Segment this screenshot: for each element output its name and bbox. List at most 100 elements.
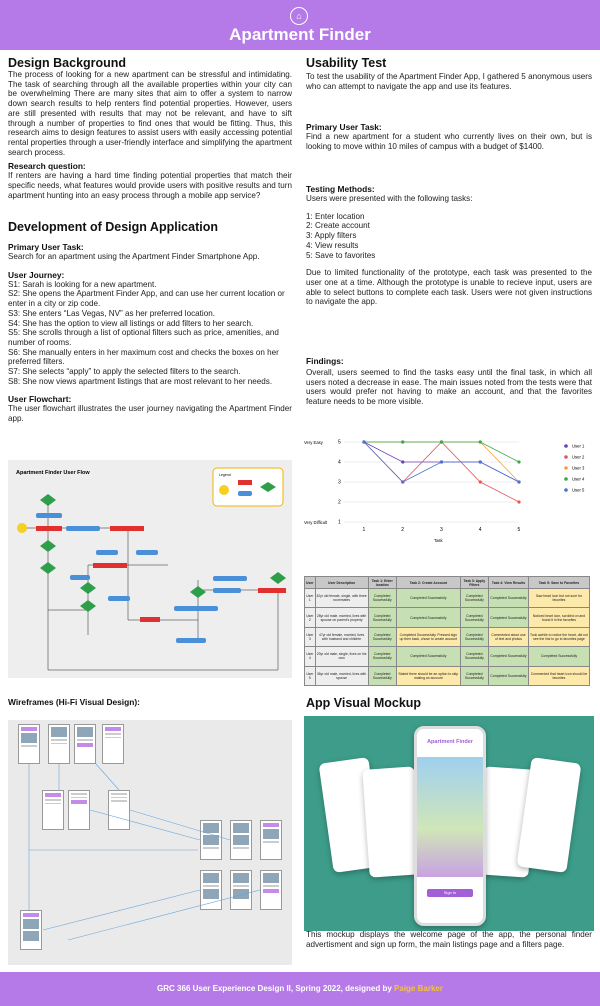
usability-section: Usability Test To test the usability of … [306, 56, 592, 91]
table-cell: Completed Successfully [367, 587, 397, 609]
footer: GRC 366 User Experience Design II, Sprin… [0, 972, 600, 1006]
task-item: 1: Enter location [306, 211, 365, 221]
flow-option-node [213, 576, 247, 581]
task-item: 2: Create account [306, 221, 370, 231]
wireframe-screen [200, 870, 222, 910]
table-cell: Completed Successfully [488, 587, 529, 609]
table-header-cell: Task 4: View Results [488, 576, 529, 589]
mockup-caption-wrap: This mockup displays the welcome page of… [306, 930, 592, 949]
table-cell: Completed Successfully [527, 646, 591, 667]
task-item: 4: View results [306, 240, 359, 250]
series-line [364, 441, 520, 463]
legend-start-icon [219, 485, 229, 495]
flow-decision-node [40, 494, 56, 506]
wireframe-connectors [28, 763, 261, 941]
dev-task-body: Search for an apartment using the Apartm… [8, 252, 260, 261]
table-cell: Commented about use of text and photos [488, 626, 529, 648]
table-cell: Completed Successfully [367, 646, 397, 667]
design-background-section: Design Background The process of looking… [8, 56, 292, 200]
table-cell: Completed Successfully [395, 646, 461, 667]
footer-designer: Paige Barker [394, 984, 443, 993]
data-point [478, 480, 482, 484]
task-item: 3: Apply filters [306, 231, 357, 241]
table-cell: Completed Successfully [395, 587, 461, 609]
table-cell: Completed Successfully [367, 626, 397, 648]
design-background-heading: Design Background [8, 56, 127, 70]
flow-start-node [17, 523, 27, 533]
wireframes-board [8, 720, 292, 965]
findings-heading: Findings: [306, 356, 344, 366]
wireframe-screen [200, 820, 222, 860]
data-point [478, 440, 482, 444]
mockup-phone-left2 [362, 766, 422, 878]
legend-label: User 3 [572, 466, 585, 471]
wireframe-screen [108, 790, 130, 830]
x-tick-label: 1 [363, 527, 366, 533]
table-cell: 29yr old male, single, lives on his own [314, 646, 369, 667]
flow-decision-node [80, 582, 96, 594]
data-point [362, 440, 366, 444]
mockup-phone-photo [417, 757, 483, 877]
testing-methods-section: Testing Methods: Users were presented wi… [306, 184, 592, 307]
data-point [517, 480, 521, 484]
research-question-heading: Research question: [8, 161, 86, 172]
data-point [401, 460, 405, 464]
flow-option-node [136, 550, 158, 555]
legend-label: User 4 [572, 477, 585, 482]
table-cell: Completed Successfully [367, 665, 397, 687]
wireframes-heading-wrap: Wireframes (Hi-Fi Visual Design): [8, 697, 292, 707]
flow-option-node [108, 596, 130, 601]
journey-step: S4: She has the option to view all listi… [8, 318, 254, 328]
flow-heading: User Flowchart: [8, 394, 72, 405]
flow-decision-node [40, 540, 56, 552]
journey-step: S5: She scrolls through a list of option… [8, 328, 279, 347]
mockup-sign-in-button: Sign In [427, 889, 473, 897]
wireframe-screen [18, 724, 40, 764]
data-point [401, 440, 405, 444]
task-list: 1: Enter location 2: Create account 3: A… [306, 212, 592, 261]
table-cell: Completed Successfully [459, 607, 490, 628]
table-cell: Completed Successfully [488, 665, 529, 687]
wireframe-screen [102, 724, 124, 764]
wireframe-screen [20, 910, 42, 950]
flow-option-node [213, 588, 241, 593]
legend-marker [564, 455, 568, 459]
usability-heading: Usability Test [306, 56, 387, 70]
flow-page-node [110, 526, 144, 531]
design-background-body: The process of looking for a new apartme… [8, 70, 292, 157]
wireframe-screen [74, 724, 96, 764]
table-cell: Completed Successfully [488, 646, 529, 667]
table-header-cell: Task 3: Apply Filters [459, 576, 490, 589]
wireframes-heading: Wireframes (Hi-Fi Visual Design): [8, 697, 140, 707]
y-tick-label: 2 [338, 500, 341, 506]
table-cell: Commented that heart icon should be favo… [527, 665, 591, 687]
usability-task-body: Find a new apartment for a student who c… [306, 132, 592, 151]
flow-page-node [140, 617, 160, 622]
footer-text: GRC 366 User Experience Design II, Sprin… [157, 984, 395, 993]
data-point [439, 440, 444, 444]
y-tick-label: 3 [338, 480, 341, 486]
table-cell: Completed Successfully [459, 626, 490, 648]
legend-marker [564, 444, 568, 448]
wireframe-screen [48, 724, 70, 764]
flow-body: The user flowchart illustrates the user … [8, 404, 292, 424]
table-cell: User 3 [304, 626, 316, 648]
journey-list: S1: Sarah is looking for a new apartment… [8, 280, 292, 387]
table-cell: User 1 [304, 587, 316, 609]
table-cell: User 4 [304, 646, 316, 667]
legend-marker [564, 466, 568, 470]
x-tick-label: 2 [401, 527, 404, 533]
legend-decision-icon [260, 482, 276, 492]
flow-option-node [174, 606, 218, 611]
table-cell: 36yr old male, married, lives with spous… [314, 665, 369, 687]
legend-label: User 5 [572, 488, 585, 493]
table-cell: User 5 [304, 665, 316, 687]
usability-task-heading: Primary User Task: [306, 122, 382, 132]
flow-page-node [93, 563, 127, 568]
y-tick-label: 5 [338, 440, 341, 446]
wireframe-screen [230, 820, 252, 860]
